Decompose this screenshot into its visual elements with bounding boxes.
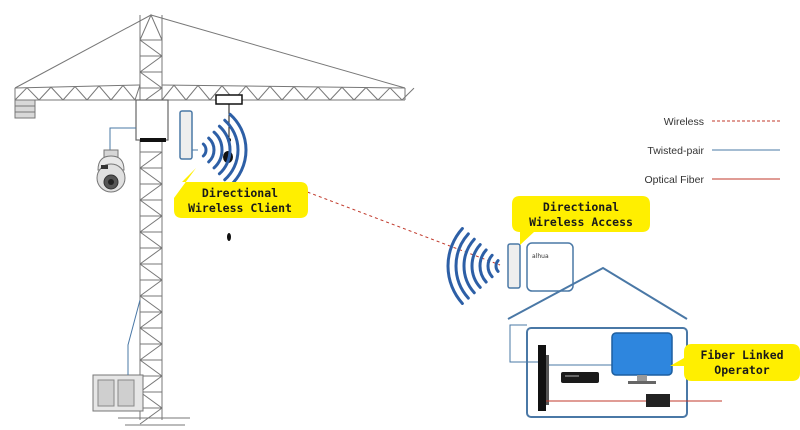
callout-access: Directional Wireless Access [512,196,650,245]
ptz-dome-camera-icon [96,127,136,193]
directional-antenna-icon [179,110,198,160]
legend-label-twisted-pair: Twisted-pair [647,145,704,157]
callout-access-line1: Directional [543,200,619,214]
wireless-link [301,189,501,266]
callout-access-line2: Wireless Access [529,215,633,229]
callout-operator-line2: Operator [714,363,769,377]
nvr-icon [538,345,599,411]
callout-client: Directional Wireless Client [174,168,308,218]
wireless-waves-client-icon [201,112,248,188]
twisted-pair-mast-cable [127,299,141,375]
callout-client-line1: Directional [202,186,278,200]
fiber-converter-icon [646,394,670,407]
callout-operator-line1: Fiber Linked [700,348,783,362]
svg-text:alhua: alhua [532,253,549,260]
legend: Wireless Twisted-pair Optical Fiber [644,116,780,186]
wireless-access-point-icon: alhua [507,242,574,292]
trolley [215,94,243,105]
callout-client-line2: Wireless Client [188,201,292,215]
legend-label-optical-fiber: Optical Fiber [644,174,704,186]
hook-block [227,233,231,241]
twisted-pair-ap-cable [509,324,540,363]
wireless-waves-access-icon [446,227,500,305]
legend-label-wireless: Wireless [664,116,704,128]
tower-crane-icon [14,13,415,426]
monitor-icon [611,332,673,384]
callout-operator: Fiber Linked Operator [670,344,800,381]
crane-cab [135,99,169,141]
